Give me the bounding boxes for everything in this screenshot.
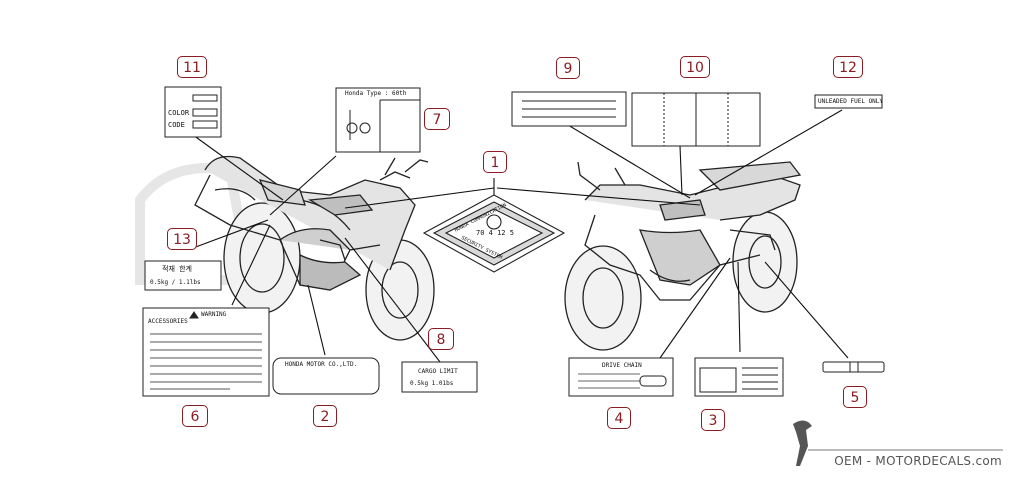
decal-2 [272, 357, 380, 395]
callout-3: 3 [701, 409, 725, 431]
callout-11: 11 [177, 56, 207, 78]
decal-5 [822, 361, 885, 373]
decal-8 [401, 361, 478, 393]
decal-11-code: CODE [168, 121, 185, 129]
callout-4: 4 [607, 407, 631, 429]
decal-13-value: 0.5kg / 1.1lbs [150, 279, 201, 286]
decal-11 [164, 86, 222, 138]
callout-2: 2 [313, 405, 337, 427]
footer-brand: OEM - MOTORDECALS.com [834, 454, 1002, 468]
motorcycle-right-icon [564, 161, 802, 351]
decal-4 [568, 357, 674, 397]
callout-12: 12 [833, 56, 863, 78]
callout-5: 5 [843, 386, 867, 408]
footer-logo-icon [793, 420, 812, 466]
callout-6: 6 [182, 405, 208, 427]
decal-12-text: UNLEADED FUEL ONLY [818, 98, 884, 105]
decal-6-accessories: ACCESSORIES [148, 318, 188, 325]
callout-13: 13 [167, 228, 197, 250]
decal-3 [694, 357, 784, 397]
decal-2-text: HONDA MOTOR CO.,LTD. [285, 361, 358, 368]
motorcycle-left-icon [194, 155, 435, 341]
decal-7-text: Honda Type : 60th [345, 90, 407, 97]
callout-1: 1 [483, 151, 507, 173]
watermark-background [135, 163, 256, 285]
decal-6-warning: WARNING [201, 311, 227, 318]
decal-6 [142, 307, 270, 397]
decal-13 [144, 260, 222, 291]
decal-8-title: CARGO LIMIT [418, 368, 458, 375]
decal-13-korean: 적재 한계 [162, 265, 192, 273]
decal-1 [422, 194, 566, 273]
callout-10: 10 [680, 56, 710, 78]
decal-7 [335, 87, 421, 153]
leader-lines [192, 109, 849, 363]
callout-9: 9 [556, 57, 580, 79]
decal-11-color: COLOR [168, 109, 190, 117]
decal-12 [814, 94, 883, 109]
callout-8: 8 [428, 328, 454, 350]
decal-8-value: 0.5kg 1.01bs [410, 380, 454, 387]
callout-7: 7 [424, 108, 450, 130]
decal-10 [631, 92, 761, 147]
decal-4-text: DRIVE CHAIN [602, 362, 642, 369]
decal-1-number: 70 4 12 5 [476, 229, 514, 237]
decal-9 [511, 91, 627, 127]
